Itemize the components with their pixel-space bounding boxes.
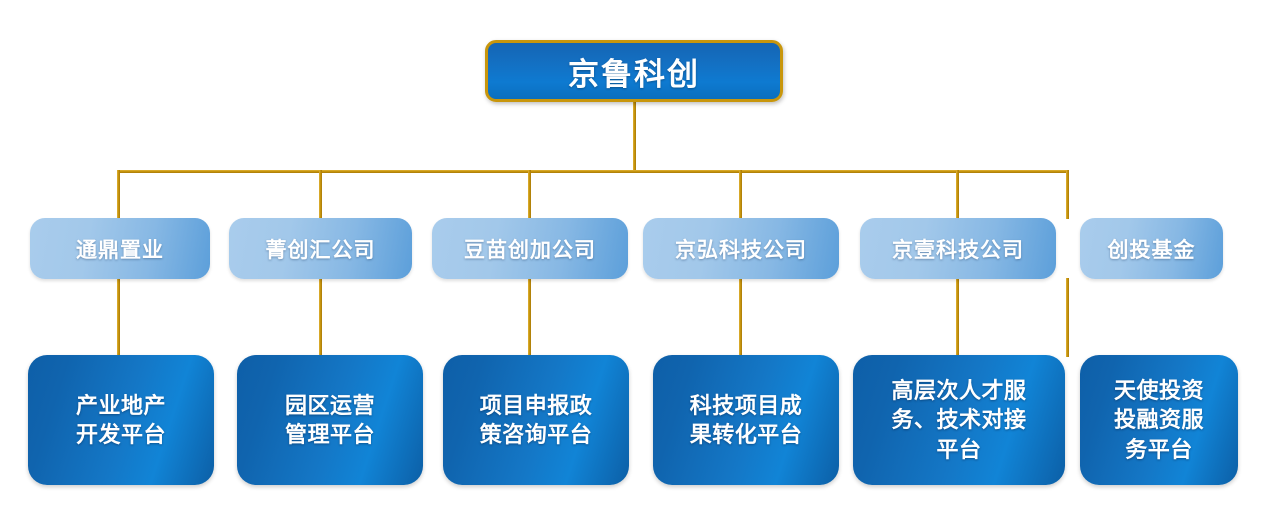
node-company-jingyi-keji[interactable]: 京壹科技公司 — [860, 218, 1056, 279]
node-root-label: 京鲁科创 — [568, 56, 700, 92]
connector-bus-to-company-4 — [739, 170, 742, 219]
connector-company-to-platform-6 — [1066, 278, 1069, 357]
node-company-label: 京壹科技公司 — [892, 238, 1024, 262]
node-company-label: 菁创汇公司 — [265, 238, 376, 262]
node-platform-project-policy[interactable]: 项目申报政 策咨询平台 — [443, 355, 629, 485]
connector-company-to-platform-4 — [739, 278, 742, 357]
node-platform-tech-transfer[interactable]: 科技项目成 果转化平台 — [653, 355, 839, 485]
connector-bus-to-company-5 — [956, 170, 959, 219]
connector-company-to-platform-2 — [319, 278, 322, 357]
node-platform-park-operation[interactable]: 园区运营 管理平台 — [237, 355, 423, 485]
connector-company-to-platform-1 — [117, 278, 120, 357]
connector-company-to-platform-5 — [956, 278, 959, 357]
node-root-jinglu-kechuang[interactable]: 京鲁科创 — [485, 40, 783, 102]
connector-bus-to-company-1 — [117, 170, 120, 219]
connector-root-stem — [633, 102, 636, 172]
node-company-jingchuanghui[interactable]: 菁创汇公司 — [229, 218, 412, 279]
connector-bus-to-company-2 — [319, 170, 322, 219]
node-platform-label: 项目申报政 策咨询平台 — [479, 392, 593, 447]
node-platform-label: 产业地产 开发平台 — [75, 392, 166, 447]
node-platform-label: 科技项目成 果转化平台 — [689, 392, 803, 447]
connector-bus-to-company-3 — [528, 170, 531, 219]
node-company-doumiao-chuangjia[interactable]: 豆苗创加公司 — [432, 218, 628, 279]
node-company-chuangtou-jijin[interactable]: 创投基金 — [1080, 218, 1223, 279]
connector-bus-to-company-6 — [1066, 170, 1069, 219]
node-company-label: 京弘科技公司 — [675, 238, 807, 262]
connector-horizontal-bus — [117, 170, 1069, 173]
connector-company-to-platform-3 — [528, 278, 531, 357]
node-platform-label: 天使投资 投融资服 务平台 — [1113, 378, 1204, 462]
node-platform-talent-service[interactable]: 高层次人才服 务、技术对接 平台 — [853, 355, 1065, 485]
node-platform-angel-investment[interactable]: 天使投资 投融资服 务平台 — [1080, 355, 1238, 485]
node-company-tongding-zhiye[interactable]: 通鼎置业 — [30, 218, 210, 279]
node-company-label: 豆苗创加公司 — [464, 238, 596, 262]
node-company-jinghong-keji[interactable]: 京弘科技公司 — [643, 218, 839, 279]
node-company-label: 通鼎置业 — [76, 238, 164, 262]
node-company-label: 创投基金 — [1107, 238, 1196, 262]
node-platform-label: 高层次人才服 务、技术对接 平台 — [891, 378, 1027, 462]
node-platform-industrial-realestate[interactable]: 产业地产 开发平台 — [28, 355, 214, 485]
node-platform-label: 园区运营 管理平台 — [284, 392, 375, 447]
